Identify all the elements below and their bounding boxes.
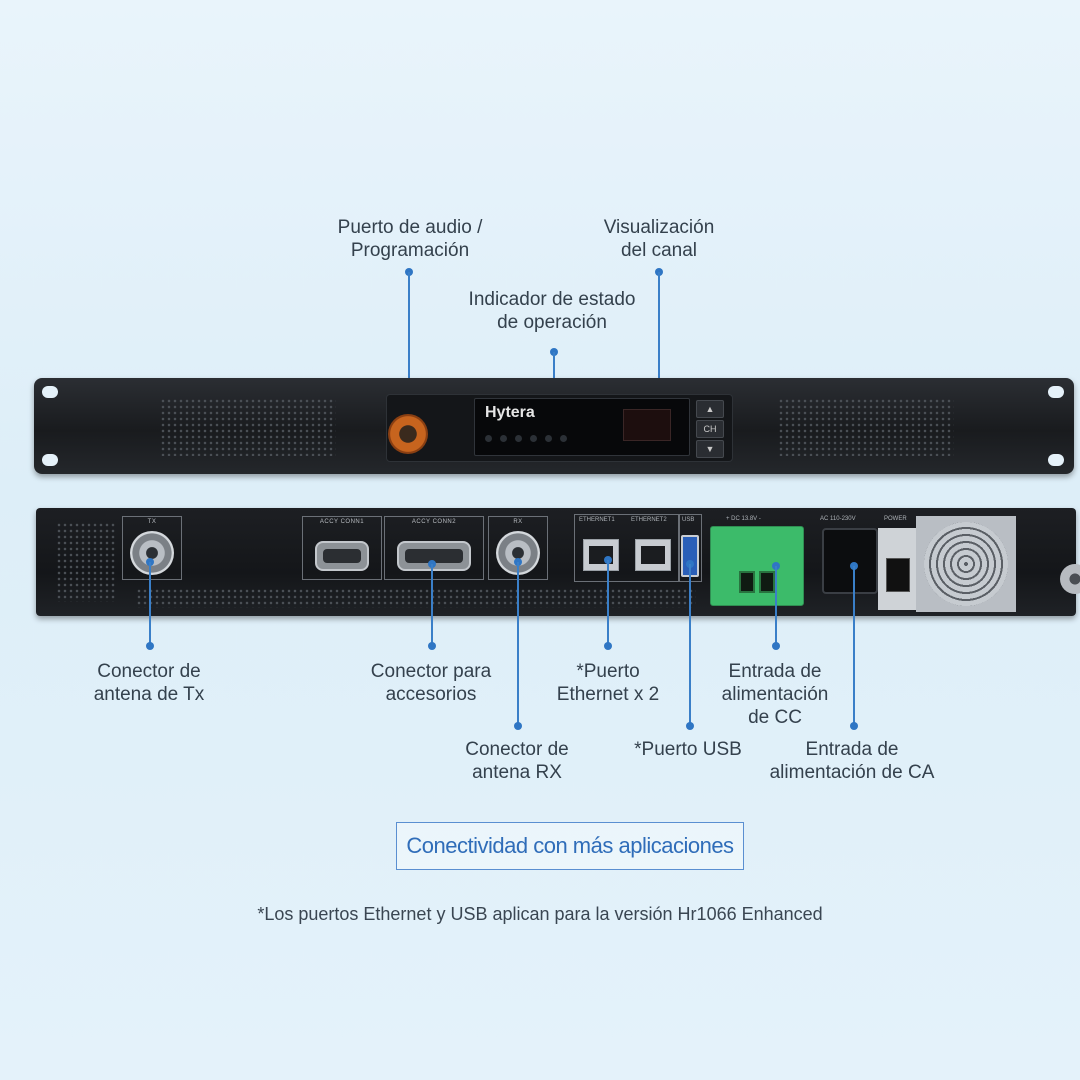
ethernet-module: ETHERNET1 ETHERNET2 (574, 514, 680, 582)
ethernet-port-1 (583, 539, 619, 571)
leader-audio (408, 272, 410, 402)
rack-ear-hole (1048, 454, 1064, 466)
rear-vent-bottom (136, 588, 696, 608)
leader-dc (775, 566, 777, 644)
leader-dot-ethernet (604, 642, 612, 650)
front-display: Hytera (474, 398, 690, 456)
tx-module: TX (122, 516, 182, 580)
status-led (545, 435, 552, 442)
leader-dot-rx (514, 722, 522, 730)
accessory-module-2-label: ACCY CONN2 (411, 519, 457, 525)
power-switch[interactable] (886, 558, 910, 592)
ac-label: AC 110-230V (820, 516, 856, 522)
leader-tx (149, 562, 151, 644)
accessory-connector-2 (397, 541, 471, 571)
power-switch-housing (878, 528, 916, 610)
rx-module-label: RX (513, 519, 523, 525)
audio-programming-port (388, 414, 428, 454)
ground-terminal (1060, 564, 1080, 594)
rear-panel: TX ACCY CONN1 ACCY CONN2 RX ETHERNET1 ET… (36, 508, 1080, 616)
leader-accessories (431, 564, 433, 644)
accessory-module-1: ACCY CONN1 (302, 516, 382, 580)
leader-dot-ac (850, 722, 858, 730)
connectivity-banner: Conectividad con más aplicaciones (396, 822, 744, 870)
leader-ethernet (607, 560, 609, 644)
status-led (500, 435, 507, 442)
rack-ear-hole (42, 454, 58, 466)
rear-vent-left (56, 522, 116, 602)
leader-ac (853, 566, 855, 726)
rack-ear-hole (42, 386, 58, 398)
status-led (515, 435, 522, 442)
accessory-module-1-label: ACCY CONN1 (319, 519, 365, 525)
footnote: *Los puertos Ethernet y USB aplican para… (257, 904, 823, 924)
channel-button[interactable]: CH (696, 420, 724, 438)
status-led (485, 435, 492, 442)
leader-channel (658, 272, 660, 416)
status-leds (485, 429, 575, 447)
brand-logo: Hytera (485, 404, 535, 421)
dc-label: + DC 13.8V - (726, 516, 761, 522)
label-audio-port: Puerto de audio /Programación (337, 217, 483, 261)
leader-rx (517, 562, 519, 726)
cooling-fan (916, 516, 1016, 612)
leader-dot-usb (686, 722, 694, 730)
leader-dot-tx (146, 642, 154, 650)
label-usb: *Puerto USB (634, 739, 742, 760)
usb-label: USB (682, 517, 695, 523)
ethernet-port-2 (635, 539, 671, 571)
rack-ear-hole (1048, 386, 1064, 398)
usb-module: USB (678, 514, 702, 582)
ac-power-socket (822, 528, 878, 594)
accessory-module-2: ACCY CONN2 (384, 516, 484, 580)
leader-dot-dc (772, 642, 780, 650)
ethernet1-label: ETHERNET1 (579, 517, 615, 523)
channel-down-button[interactable]: ▼ (696, 440, 724, 458)
status-led (560, 435, 567, 442)
channel-up-button[interactable]: ▲ (696, 400, 724, 418)
dc-power-terminal (710, 526, 804, 606)
dc-terminal-hole (739, 571, 755, 593)
channel-display (623, 409, 671, 441)
tx-module-label: TX (147, 519, 157, 525)
front-vent-left (160, 398, 336, 456)
front-vent-right (778, 398, 954, 456)
tx-antenna-connector (130, 531, 174, 575)
accessory-connector-1 (315, 541, 369, 571)
ethernet2-label: ETHERNET2 (631, 517, 667, 523)
status-led (530, 435, 537, 442)
leader-dot-accessories (428, 642, 436, 650)
channel-buttons: ▲ CH ▼ (696, 400, 724, 458)
dc-terminal-hole (759, 571, 775, 593)
power-label: POWER (884, 516, 907, 522)
front-panel: Hytera ▲ CH ▼ (34, 378, 1074, 474)
fan-grill-icon (924, 522, 1008, 606)
leader-usb (689, 564, 691, 726)
